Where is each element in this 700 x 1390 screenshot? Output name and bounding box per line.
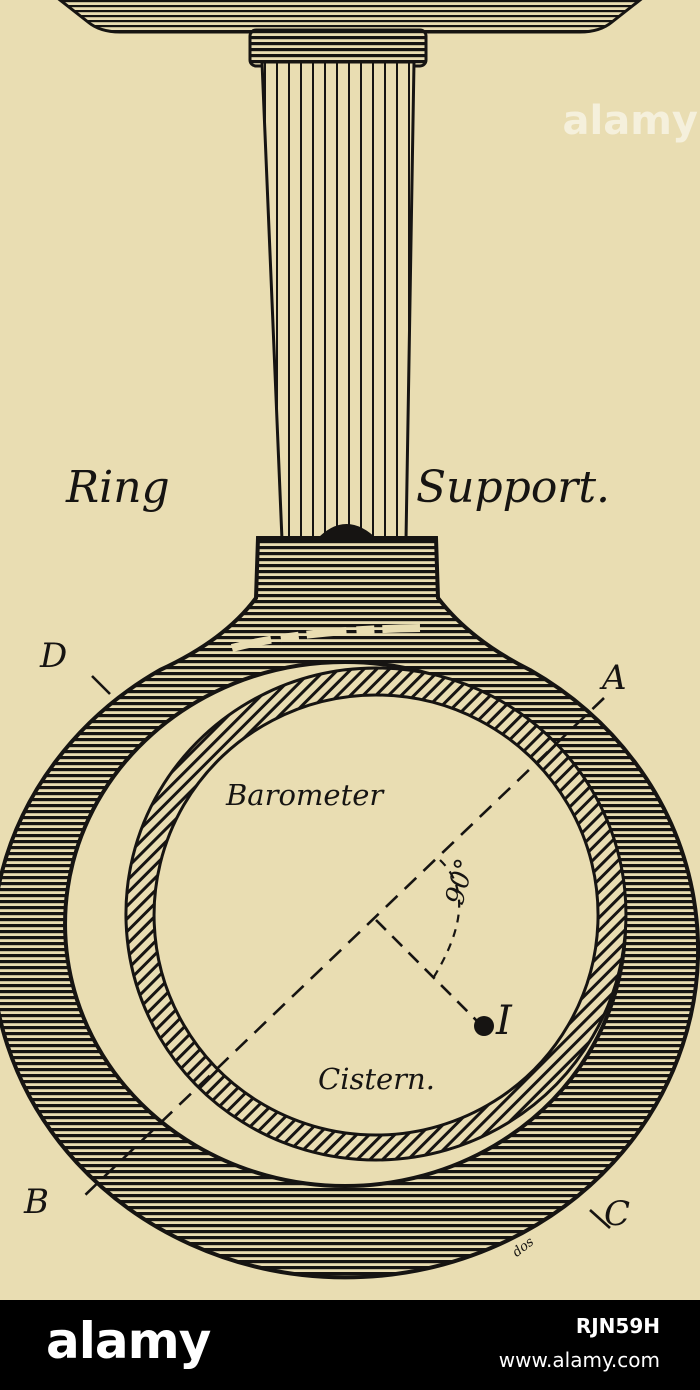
ring-highlight: [230, 624, 421, 652]
watermark-logo: alamy: [562, 98, 698, 144]
footer-logo: alamy: [46, 1312, 211, 1370]
point-i: [474, 1016, 494, 1036]
label-point-b: B: [24, 1182, 49, 1222]
stock-footer-bar: alamy RJN59H www.alamy.com: [0, 1300, 700, 1390]
outer-ring: [0, 536, 700, 1280]
tick-c: [589, 1209, 611, 1229]
top-plate: [57, 0, 643, 34]
ring-support-drawing: [0, 0, 700, 1280]
footer-url[interactable]: www.alamy.com: [498, 1348, 660, 1372]
fluted-column: [260, 60, 416, 542]
label-point-c: C: [604, 1194, 631, 1234]
label-barometer: Barometer: [226, 778, 384, 812]
angle-arc: [431, 859, 461, 981]
label-ring: Ring: [66, 462, 170, 513]
label-point-d: D: [40, 636, 68, 676]
engraving-figure: Ring Support. Barometer Cistern. A B C D…: [0, 0, 700, 1280]
label-point-a: A: [602, 658, 627, 698]
footer-image-id: RJN59H: [575, 1314, 660, 1338]
label-support: Support.: [416, 462, 611, 513]
axis-a-b: [81, 697, 605, 1199]
label-point-i: I: [496, 998, 512, 1044]
label-cistern: Cistern.: [318, 1062, 435, 1096]
cistern-wall: [124, 666, 628, 1162]
perpendicular-line: [375, 919, 483, 1027]
tick-d: [91, 675, 111, 695]
